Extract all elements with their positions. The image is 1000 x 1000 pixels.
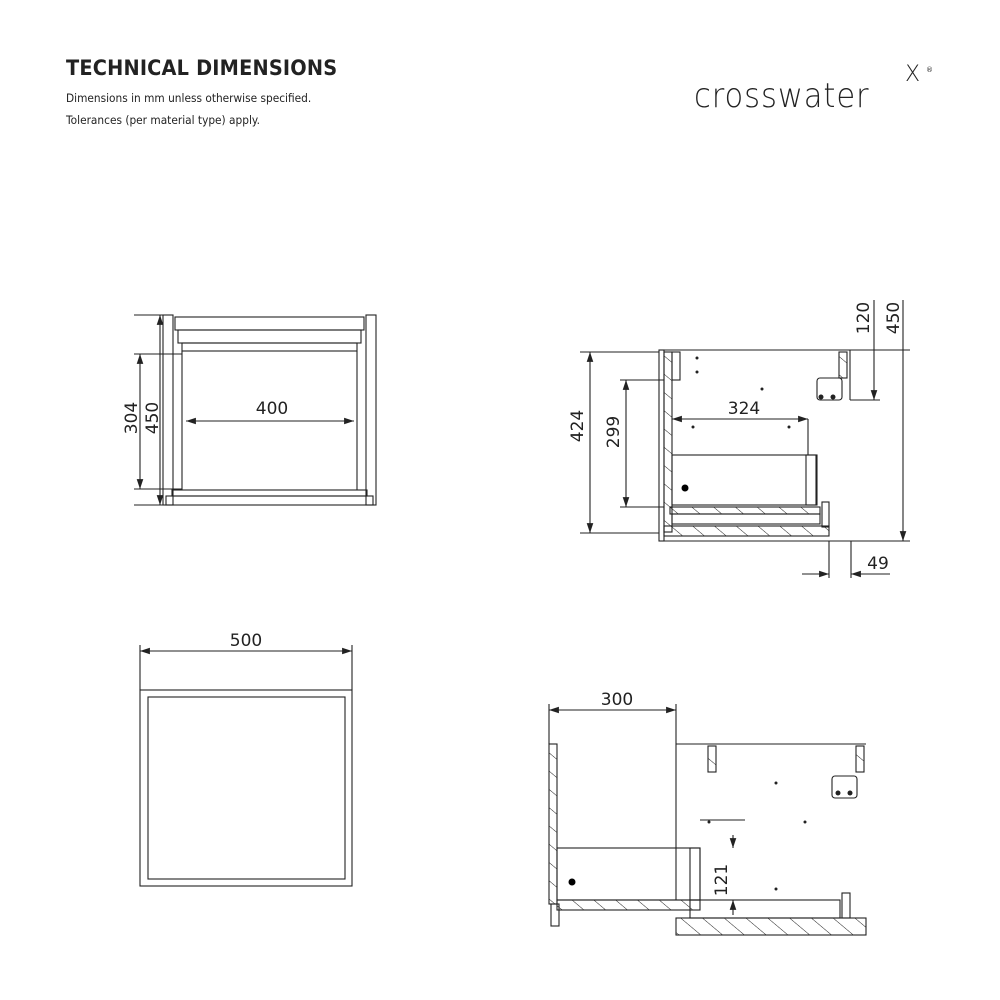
tolerance-note: Tolerances (per material type) apply. [66,113,261,127]
drawer-box [556,847,701,901]
top-view: 500 [139,631,353,887]
top-rail [174,316,365,331]
dim-label-500: 500 [230,631,262,651]
drawer-front [548,743,558,905]
units-note: Dimensions in mm unless otherwise specif… [66,91,312,105]
drawer-top [181,342,358,352]
page-title: TECHNICAL DIMENSIONS [66,56,338,80]
dim-label-300: 300 [601,690,633,710]
drawer-open-view: 300 121 [548,690,867,936]
dim-label-304: 304 [122,402,142,434]
left-panel [162,314,174,506]
bottom-rail [171,489,368,497]
dim-label-324: 324 [728,399,760,419]
hinge-bracket [816,377,843,401]
dim-label-450-side: 450 [884,302,904,334]
dim-label-299: 299 [604,416,624,448]
brand-logo: crosswater [694,76,870,116]
registered-mark: ® [926,66,933,74]
front-view: 304 450 400 [122,314,377,506]
dim-label-121: 121 [712,864,732,896]
right-panel [365,314,377,506]
dim-label-49: 49 [867,554,889,574]
dim-label-120: 120 [854,302,874,334]
side-view: 424 299 324 120 450 49 [568,300,910,578]
brand-logo-mark: X [905,62,921,87]
dim-label-424: 424 [568,410,588,442]
dim-label-450: 450 [143,402,163,434]
drawer-box [671,454,818,506]
dim-label-400: 400 [256,399,288,419]
